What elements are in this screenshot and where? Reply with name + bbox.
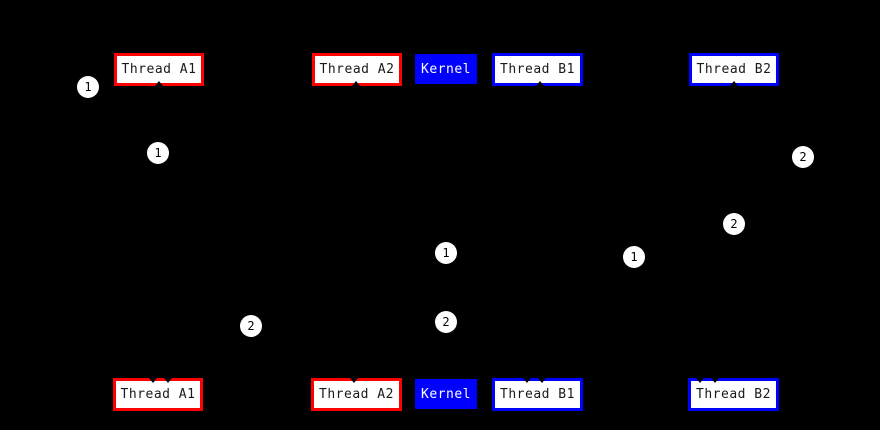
- node-kernel-top: Kernel: [415, 54, 477, 84]
- arrow-head-tip: [538, 378, 546, 383]
- arrow-tail-tip: [352, 81, 360, 86]
- step-marker: 1: [623, 246, 645, 268]
- arrow-head-tip: [149, 378, 157, 383]
- arrow-head-tip: [711, 378, 719, 383]
- node-label: Thread A1: [121, 62, 197, 77]
- step-marker: 1: [77, 76, 99, 98]
- step-marker: 1: [435, 242, 457, 264]
- node-label: Thread B1: [500, 387, 575, 402]
- step-marker: 2: [435, 311, 457, 333]
- node-label: Kernel: [421, 386, 471, 402]
- arrow-head-tip: [164, 378, 172, 383]
- arrow-head-tip: [523, 378, 531, 383]
- arrow-head-tip: [350, 378, 358, 383]
- node-label: Kernel: [421, 61, 471, 77]
- arrow-head-tip: [696, 378, 704, 383]
- node-label: Thread B1: [500, 62, 575, 77]
- node-label: Thread B2: [696, 62, 772, 77]
- step-marker: 2: [723, 213, 745, 235]
- node-label: Thread A2: [319, 387, 394, 402]
- node-label: Thread B2: [696, 387, 771, 402]
- arrow-tail-tip: [536, 81, 544, 86]
- node-thread-a1-bottom: Thread A1: [113, 378, 203, 411]
- step-marker: 1: [147, 142, 169, 164]
- node-label: Thread A1: [120, 387, 196, 402]
- step-marker: 2: [240, 315, 262, 337]
- node-thread-b1-bottom: Thread B1: [492, 378, 583, 411]
- node-thread-a1-top: Thread A1: [114, 53, 204, 86]
- step-marker: 2: [792, 146, 814, 168]
- node-thread-b1-top: Thread B1: [492, 53, 583, 86]
- node-label: Thread A2: [319, 62, 395, 77]
- arrow-tail-tip: [730, 81, 738, 86]
- node-kernel-bottom: Kernel: [415, 379, 477, 409]
- arrow-tail-tip: [155, 81, 163, 86]
- node-thread-b2-bottom: Thread B2: [688, 378, 779, 411]
